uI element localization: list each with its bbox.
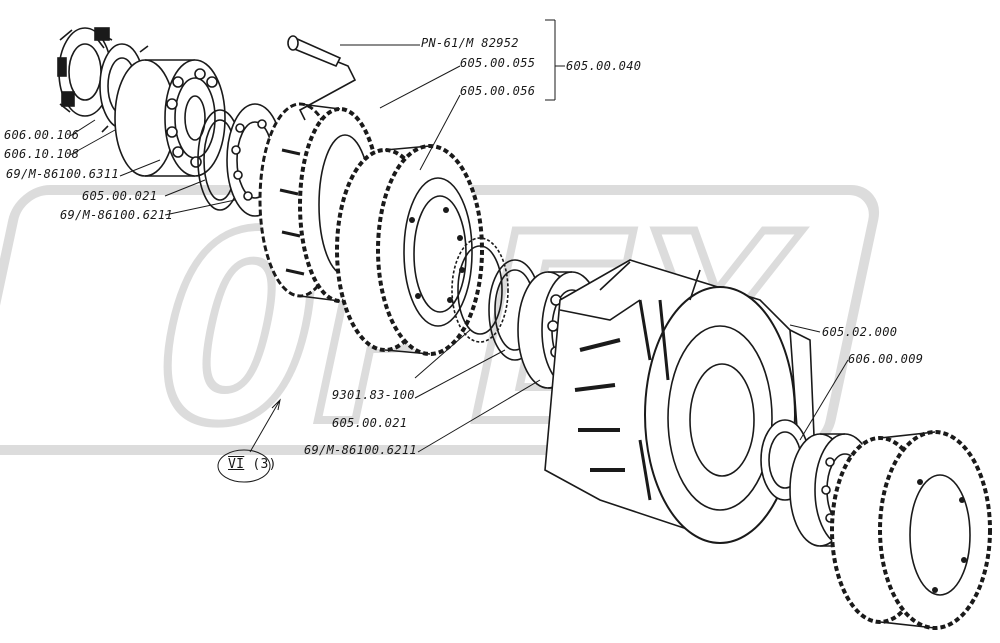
pin [287,35,357,121]
label-ring-021-top: 605.00.021 [82,189,158,203]
gear-605-00-056 [335,144,484,356]
output-gear [830,430,992,630]
label-bearing-6211-top: 69/M-86100.6211 [60,208,173,222]
label-assembly-040: 605.00.040 [566,59,642,73]
label-spacer-009: 606.00.009 [848,352,924,366]
label-bearing-6211-bottom: 69/M-86100.6211 [304,443,417,457]
label-bearing-6311: 69/M-86100.6311 [6,167,119,181]
view-ref-number: (3) [252,457,277,472]
label-nut-106: 606.00.106 [4,128,80,142]
slotted-nut [57,27,115,117]
label-washer-108: 606.10.108 [4,147,80,161]
view-ref-roman: VI [228,457,245,472]
label-clutch-000: 605.02.000 [822,325,898,339]
snap-ring [451,237,509,343]
leader-lines [69,19,849,453]
label-pin: PN-61/M 82952 [421,36,519,50]
bearing-6311 [114,59,226,177]
label-ring-021-bottom: 605.00.021 [332,416,408,430]
label-gear-056: 605.00.056 [460,84,536,98]
label-gear-055: 605.00.055 [460,56,536,70]
label-snap-ring: 9301.83-100 [332,388,415,402]
view-reference: VI (3) [228,458,277,472]
clutch-assembly-605-02-000 [544,259,816,544]
view-ref-circle [217,449,271,483]
